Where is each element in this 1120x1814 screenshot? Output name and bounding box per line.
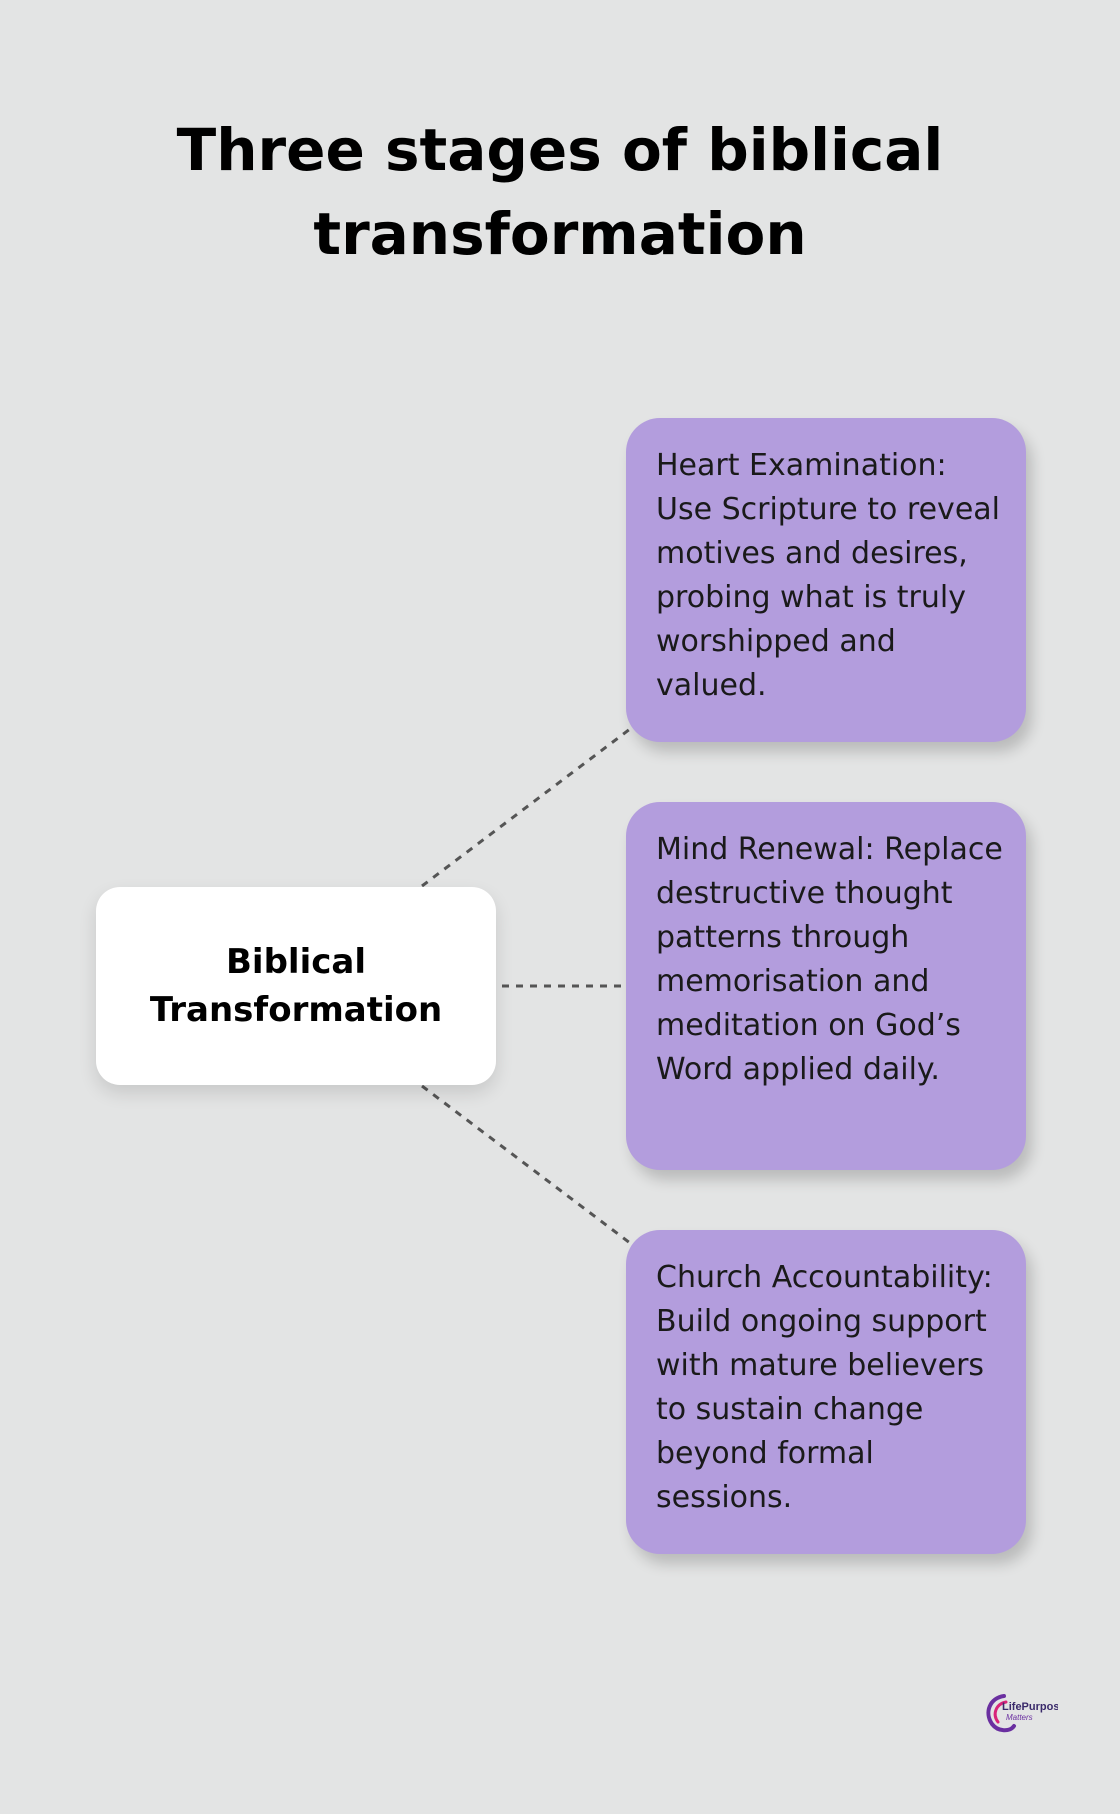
svg-text:LifePurpose: LifePurpose: [1002, 1701, 1058, 1713]
page-title: Three stages of biblical transformation: [176, 116, 944, 268]
stage-text: Mind Renewal: Replace destructive though…: [656, 832, 1003, 1087]
stage-mind-renewal: Mind Renewal: Replace destructive though…: [626, 802, 1026, 1170]
connector-line-heart: [421, 724, 635, 888]
swirl-logo-icon: LifePurpose Matters: [986, 1694, 1066, 1733]
svg-text:Matters: Matters: [1006, 1713, 1033, 1722]
center-node-label: Biblical Transformation: [149, 942, 443, 1030]
center-node: Biblical Transformation: [96, 887, 496, 1085]
brand-logo: LifePurpose Matters: [982, 1690, 1066, 1736]
stage-heart-examination: Heart Examination: Use Scripture to reve…: [626, 418, 1026, 742]
stage-text: Church Accountability: Build ongoing sup…: [656, 1260, 993, 1515]
stage-text: Heart Examination: Use Scripture to reve…: [656, 448, 1000, 703]
stage-church-accountability: Church Accountability: Build ongoing sup…: [626, 1230, 1026, 1554]
connector-line-church: [421, 1084, 635, 1248]
